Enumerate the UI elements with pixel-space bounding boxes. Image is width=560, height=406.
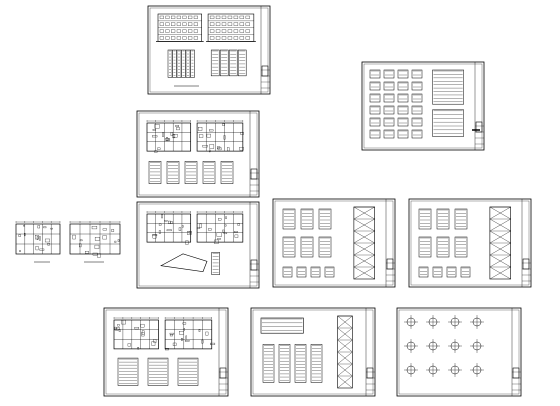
- sheet-top-elevations: [147, 5, 271, 95]
- sheet-detail-schedule: [361, 61, 485, 151]
- sheet-stair-details-a: [272, 198, 396, 288]
- sheet-floor-plan-upper: [136, 110, 260, 198]
- sheet-section-details: [250, 307, 376, 397]
- sheet-floor-plan-lower: [103, 307, 229, 397]
- sheet-small-plans: [15, 221, 121, 263]
- sheet-structure-details: [396, 307, 522, 397]
- sheet-stair-details-b: [408, 198, 532, 288]
- sheet-floor-plan-middle: [136, 201, 260, 289]
